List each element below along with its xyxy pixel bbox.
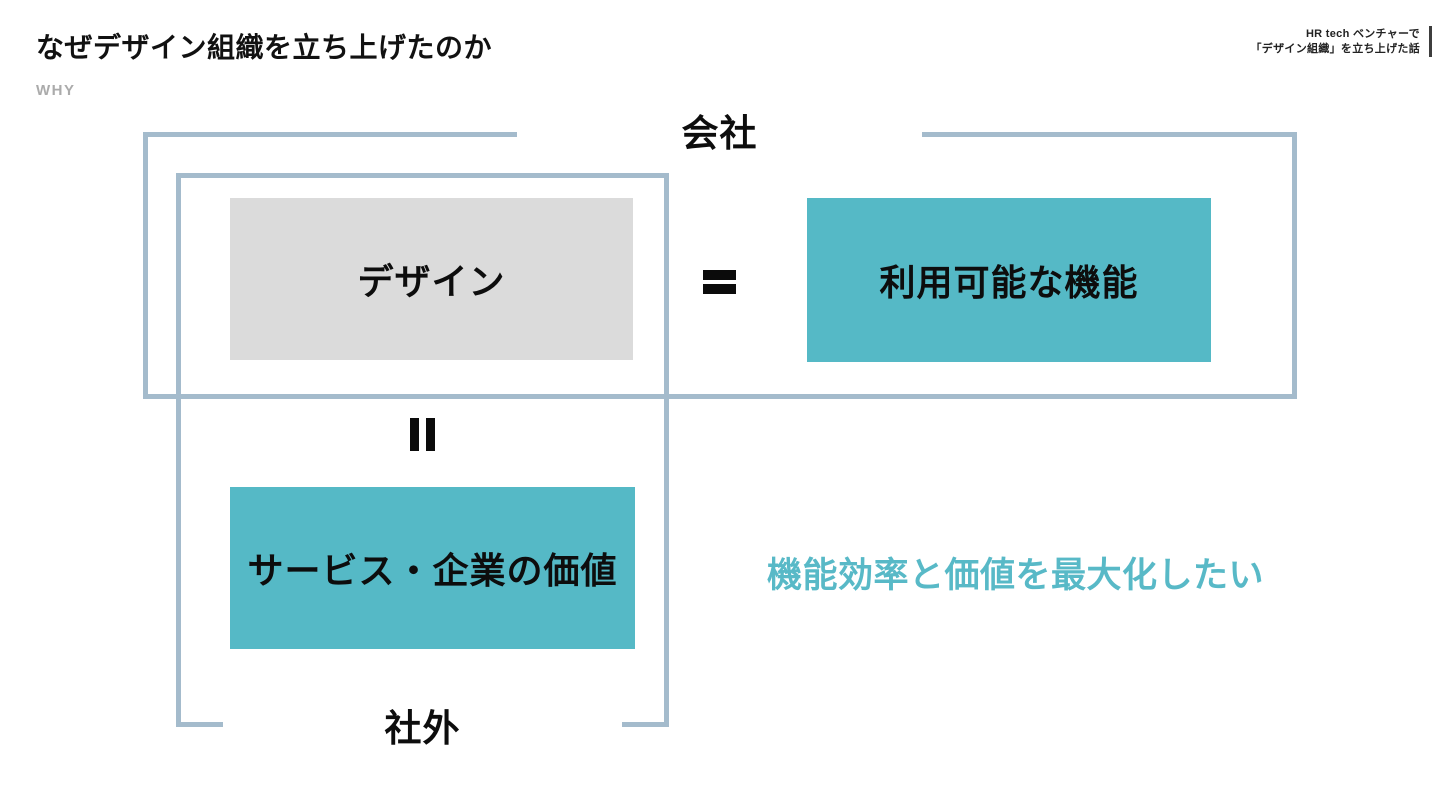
- service-company-value-box: サービス・企業の価値: [230, 487, 635, 649]
- equals-bar: [426, 418, 435, 451]
- company-frame-label: 会社: [517, 103, 922, 157]
- external-frame-label: 社外: [223, 697, 622, 753]
- equals-sign-vertical: [410, 418, 435, 451]
- header-note: HR tech ベンチャーで 「デザイン組織」を立ち上げた話: [1251, 26, 1432, 57]
- equals-sign-horizontal: [703, 270, 736, 294]
- equals-bar: [703, 270, 736, 280]
- header-note-text: HR tech ベンチャーで 「デザイン組織」を立ち上げた話: [1251, 27, 1421, 57]
- page-subtitle: WHY: [36, 82, 76, 99]
- header-note-divider: [1429, 26, 1432, 57]
- available-functions-box: 利用可能な機能: [807, 198, 1211, 362]
- header-note-line1: HR tech ベンチャーで: [1305, 27, 1420, 40]
- equals-bar: [410, 418, 419, 451]
- page-title: なぜデザイン組織を立ち上げたのか: [36, 32, 493, 63]
- equals-bar: [703, 284, 736, 294]
- slogan-text: 機能効率と価値を最大化したい: [767, 556, 1265, 595]
- design-box: デザイン: [230, 198, 633, 360]
- header-note-line2: 「デザイン組織」を立ち上げた話: [1250, 42, 1420, 55]
